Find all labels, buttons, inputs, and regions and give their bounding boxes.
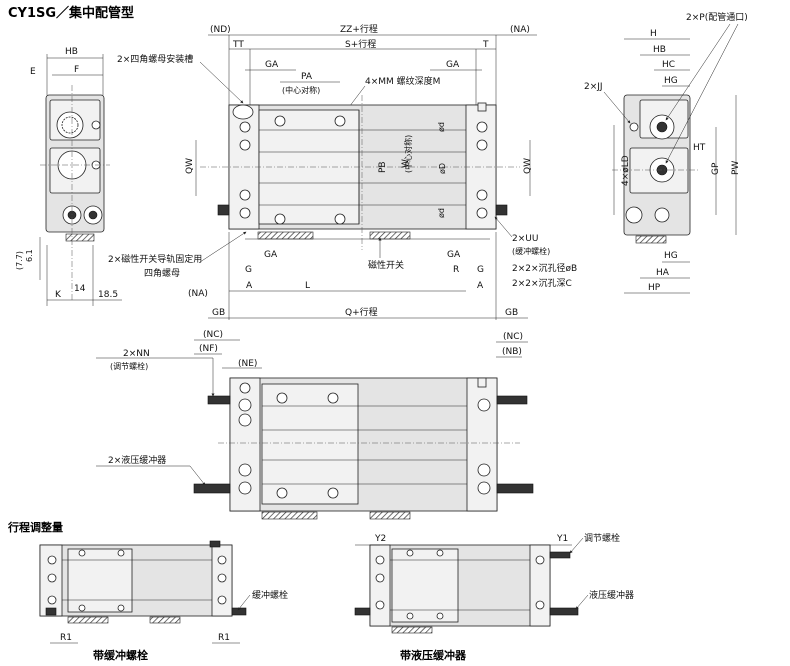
dim-na-left: (NA): [188, 289, 208, 299]
page-title: CY1SG／集中配管型: [8, 5, 134, 21]
main-top-view: (ND) ZZ+行程 (NA) TT S+行程 T GA GA PA (中心对称…: [108, 23, 577, 320]
dim-nf: (NF): [199, 344, 218, 354]
dim-qw-left: QW: [185, 158, 195, 174]
dim-g-right: G: [477, 265, 484, 275]
label-square-nut-slot: 2×四角螺母安装槽: [117, 53, 193, 65]
dim-18-5: 18.5: [98, 290, 118, 300]
dim-6-1: 6.1: [25, 249, 34, 262]
dim-nc-right: (NC): [503, 332, 523, 342]
dim-od-bottom: ød: [437, 208, 446, 218]
label-adjust-bolt: 调节螺栓: [584, 532, 620, 544]
dim-ga-bl: GA: [264, 250, 278, 260]
dim-a-right: A: [477, 281, 484, 291]
dim-h: H: [650, 29, 657, 39]
dim-hc: HC: [662, 60, 675, 70]
label-ld: 4×øLD: [621, 155, 631, 186]
dim-gp: GP: [711, 162, 721, 175]
dim-hg-bottom: HG: [664, 251, 678, 261]
dim-ga-tr: GA: [446, 60, 460, 70]
dim-ha: HA: [656, 268, 670, 278]
dim-w: W: [401, 159, 411, 168]
label-p: 2×P(配管通口): [686, 11, 748, 23]
dim-nd: (ND): [210, 25, 231, 35]
caption-with-buffer-bolt: 带缓冲螺栓: [93, 648, 148, 662]
dim-na-top: (NA): [510, 25, 530, 35]
dim-hg-top: HG: [664, 76, 678, 86]
dim-pa: PA: [301, 72, 313, 82]
dim-od-top: ød: [437, 122, 446, 132]
dim-nb: (NB): [502, 347, 522, 357]
dim-q: Q+行程: [345, 306, 378, 318]
dim-ht: HT: [693, 143, 706, 153]
label-adjust-bolt-paren: (调节螺栓): [110, 361, 148, 371]
dim-k: K: [55, 290, 62, 300]
right-end-view: H HB HC HG 2×P(配管通口) 2×JJ HT 4×øLD GP PW…: [584, 11, 748, 294]
dim-r: R: [453, 265, 459, 275]
label-nn: 2×NN: [123, 349, 150, 359]
label-square-nut: 四角螺母: [144, 267, 180, 279]
dim-zz: ZZ+行程: [340, 23, 378, 35]
dim-gb-right: GB: [505, 308, 518, 318]
bottom-right-view: Y2 Y1 调节螺栓 液压缓冲器 带液压缓冲器: [354, 532, 634, 662]
label-mm: 4×MM 螺纹深度M: [365, 75, 440, 87]
label-switch-rail: 2×磁性开关导轨固定用: [108, 253, 202, 265]
dim-tt: TT: [232, 40, 244, 50]
dim-e: E: [30, 67, 36, 77]
left-end-view: HB E F (7.7) 6.1 K 14 18.5: [15, 47, 122, 306]
label-buffer-bolt-paren: (缓冲螺栓): [512, 246, 550, 256]
dim-7-7: (7.7): [15, 251, 24, 270]
dim-gb-left: GB: [212, 308, 225, 318]
dim-hp: HP: [648, 283, 661, 293]
dim-r1-left: R1: [60, 633, 72, 643]
label-b: 2×2×沉孔径øB: [512, 262, 577, 274]
section-stroke-adjust: 行程调整量: [7, 520, 63, 534]
dim-ne: (NE): [238, 359, 257, 369]
dim-ga-tl: GA: [265, 60, 279, 70]
dim-r1-right: R1: [218, 633, 230, 643]
dim-hb-right: HB: [653, 45, 666, 55]
dim-od-center: øD: [438, 163, 447, 174]
dim-y2: Y2: [374, 534, 386, 544]
dim-pw: PW: [731, 161, 741, 175]
dim-qw-right: QW: [523, 158, 533, 174]
dim-y1: Y1: [556, 534, 568, 544]
label-shock-absorber: 液压缓冲器: [589, 589, 634, 601]
label-buffer-bolt: 缓冲螺栓: [252, 589, 288, 601]
middle-view: (NC) (NF) (NE) (NC) (NB) 2×NN (调节螺栓) 2×液…: [96, 330, 534, 520]
dim-hb-left: HB: [65, 47, 78, 57]
bottom-left-view: 缓冲螺栓 R1 R1 带缓冲螺栓: [39, 540, 288, 662]
label-magnet-switch: 磁性开关: [368, 259, 404, 271]
dim-s: S+行程: [345, 38, 376, 50]
label-shock-absorbers-2x: 2×液压缓冲器: [108, 454, 166, 466]
center-sym-pa: (中心对称): [282, 85, 320, 95]
dim-14: 14: [74, 284, 86, 294]
dim-g-left: G: [245, 265, 252, 275]
label-c: 2×2×沉孔深C: [512, 278, 572, 289]
dim-a-left: A: [246, 281, 253, 291]
dim-f: F: [74, 65, 79, 75]
center-sym-pb: (中心对称): [403, 135, 413, 173]
caption-with-shock: 带液压缓冲器: [400, 648, 467, 662]
label-jj: 2×JJ: [584, 82, 603, 92]
dim-l: L: [305, 281, 310, 291]
dim-nc-left: (NC): [203, 330, 223, 340]
label-uu: 2×UU: [512, 234, 538, 244]
dim-ga-br: GA: [447, 250, 461, 260]
dim-pb: PB: [378, 161, 388, 173]
dim-t: T: [482, 40, 489, 50]
